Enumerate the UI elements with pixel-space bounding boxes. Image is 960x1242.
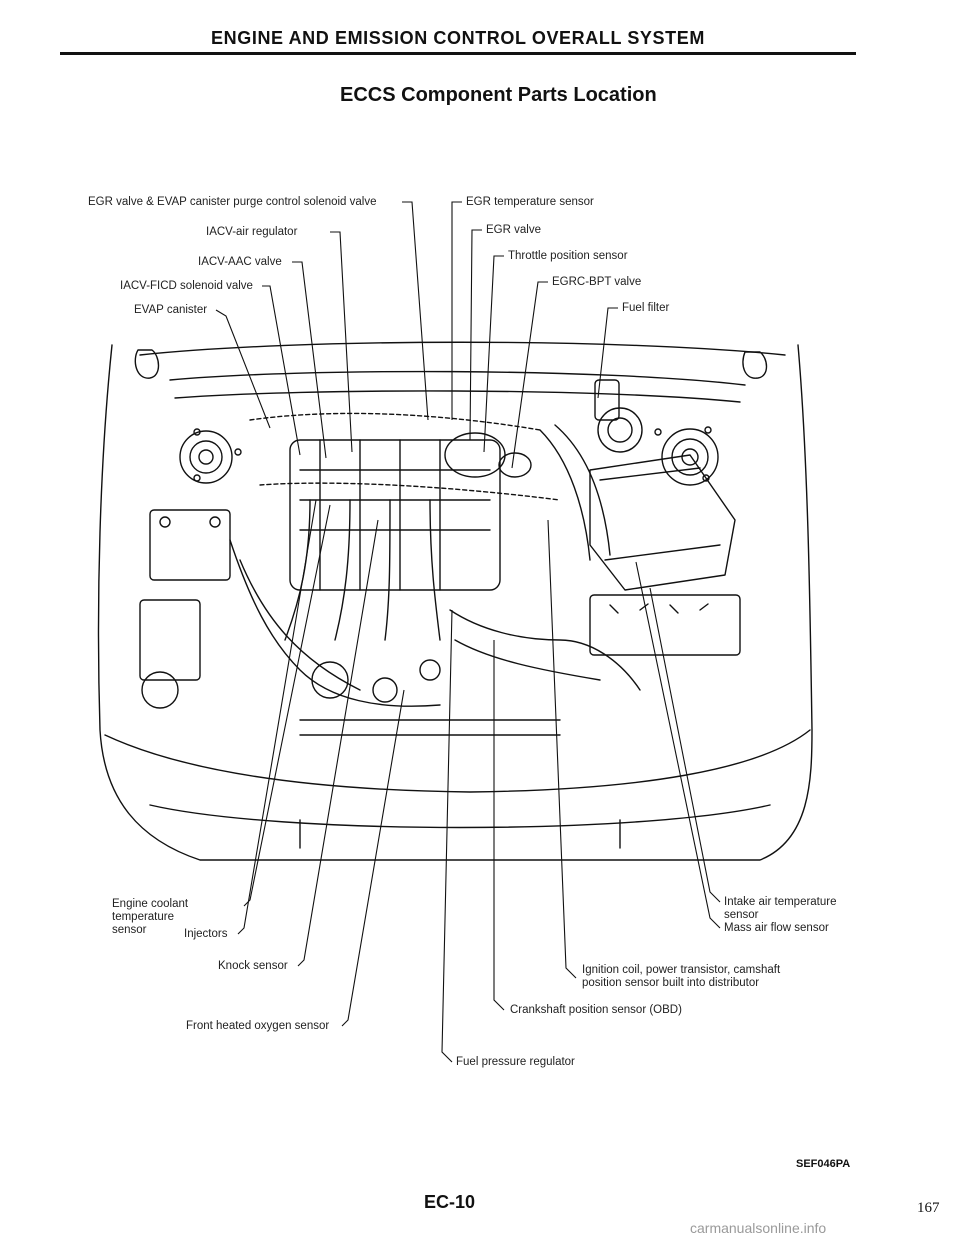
left-hinge xyxy=(134,349,160,379)
label-intake-air-temperature-sensor: Intake air temperature sensor xyxy=(724,896,837,921)
figure-code: SEF046PA xyxy=(796,1158,851,1170)
label-knock-sensor: Knock sensor xyxy=(218,960,288,972)
distributor xyxy=(597,407,643,453)
label-injectors: Injectors xyxy=(184,928,228,940)
hood-line xyxy=(139,341,786,356)
right-strut-tower xyxy=(661,428,719,486)
watermark: carmanualsonline.info xyxy=(690,1220,827,1236)
label-front-heated-oxygen-sensor: Front heated oxygen sensor xyxy=(186,1020,330,1032)
left-strut-tower xyxy=(179,430,233,484)
radiator xyxy=(589,594,741,656)
engine-block xyxy=(289,439,501,591)
label-egrc-bpt-valve: EGRC-BPT valve xyxy=(552,276,642,288)
air-cleaner xyxy=(589,454,736,591)
label-egr-valve: EGR valve xyxy=(486,224,541,236)
page-code: EC-10 xyxy=(424,1192,476,1212)
label-fuel-filter: Fuel filter xyxy=(622,302,670,314)
battery xyxy=(149,509,231,581)
label-fuel-pressure-regulator: Fuel pressure regulator xyxy=(456,1056,575,1068)
label-ignition-coil: Ignition coil, power transistor, camshaf… xyxy=(582,964,781,989)
label-mass-air-flow-sensor: Mass air flow sensor xyxy=(724,922,829,934)
right-hinge xyxy=(742,351,768,379)
label-iacv-air-regulator: IACV-air regulator xyxy=(206,226,298,238)
label-egr-evap-valve: EGR valve & EVAP canister purge control … xyxy=(88,196,377,208)
label-crankshaft-position-sensor: Crankshaft position sensor (OBD) xyxy=(510,1004,682,1016)
label-throttle-position-sensor: Throttle position sensor xyxy=(508,250,628,262)
header-rule xyxy=(60,52,856,55)
label-iacv-ficd-valve: IACV-FICD solenoid valve xyxy=(120,280,253,292)
washer-reservoir xyxy=(141,671,179,709)
fuel-filter-body xyxy=(594,379,620,421)
label-evap-canister: EVAP canister xyxy=(134,304,208,316)
page-number: 167 xyxy=(917,1200,940,1216)
label-egr-temperature-sensor: EGR temperature sensor xyxy=(466,196,594,208)
label-iacv-aac-valve: IACV-AAC valve xyxy=(198,256,282,268)
section-title: ENGINE AND EMISSION CONTROL OVERALL SYST… xyxy=(211,28,705,48)
page-title: ECCS Component Parts Location xyxy=(340,84,657,106)
label-engine-coolant-temperature-sensor: Engine coolant temperature sensor xyxy=(112,898,189,936)
front-bumper xyxy=(104,729,811,793)
body-outline xyxy=(97,344,813,861)
